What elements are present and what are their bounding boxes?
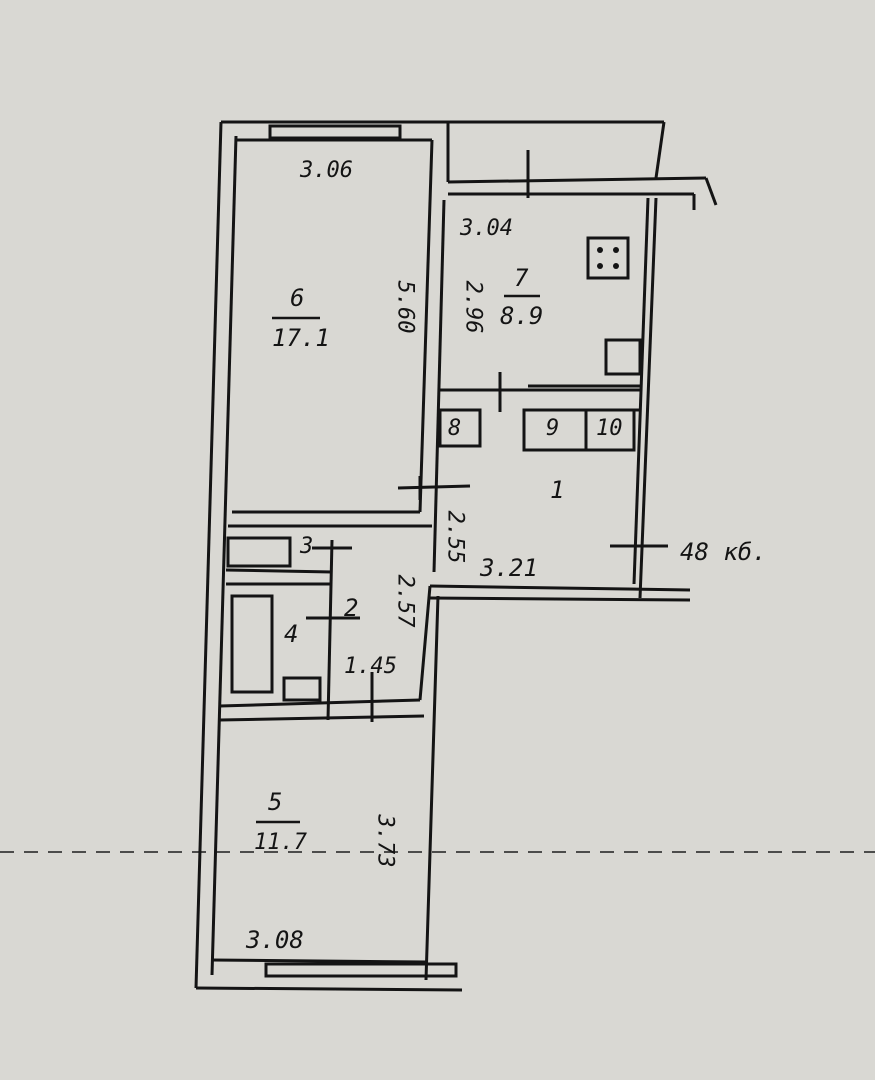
dim-hall-width: 3.21 bbox=[480, 554, 538, 582]
dim-room6-width: 3.06 bbox=[300, 158, 353, 183]
dim-room5-length: 3.73 bbox=[372, 814, 398, 868]
room-3-number: 3 bbox=[300, 534, 314, 559]
walls bbox=[194, 120, 718, 992]
dim-corridor-length: 2.57 bbox=[392, 574, 418, 628]
fraction-bars bbox=[256, 294, 540, 824]
room-1-number: 1 bbox=[550, 476, 565, 504]
room-2-number: 2 bbox=[344, 594, 359, 622]
dim-hall-length: 2.55 bbox=[442, 510, 468, 564]
dim-corridor-width: 1.45 bbox=[344, 654, 397, 679]
room-6-number: 6 bbox=[290, 284, 305, 312]
room-7-number: 7 bbox=[514, 264, 529, 292]
dim-kitchen-width: 3.04 bbox=[460, 216, 513, 241]
room-6-area: 17.1 bbox=[272, 324, 330, 352]
room-5-number: 5 bbox=[268, 788, 283, 816]
room-7-area: 8.9 bbox=[500, 302, 544, 330]
room-10-number: 10 bbox=[596, 416, 623, 441]
room-5-area: 11.7 bbox=[254, 830, 307, 855]
dim-room5-width: 3.08 bbox=[246, 926, 304, 954]
room-9-number: 9 bbox=[546, 416, 560, 441]
height-note: 48 кб. bbox=[680, 538, 767, 566]
dim-kitchen-length: 2.96 bbox=[460, 280, 486, 334]
dim-room6-length: 5.60 bbox=[392, 280, 418, 334]
room-4-number: 4 bbox=[284, 620, 299, 648]
room-8-number: 8 bbox=[448, 416, 462, 441]
stove-burners bbox=[597, 247, 619, 269]
